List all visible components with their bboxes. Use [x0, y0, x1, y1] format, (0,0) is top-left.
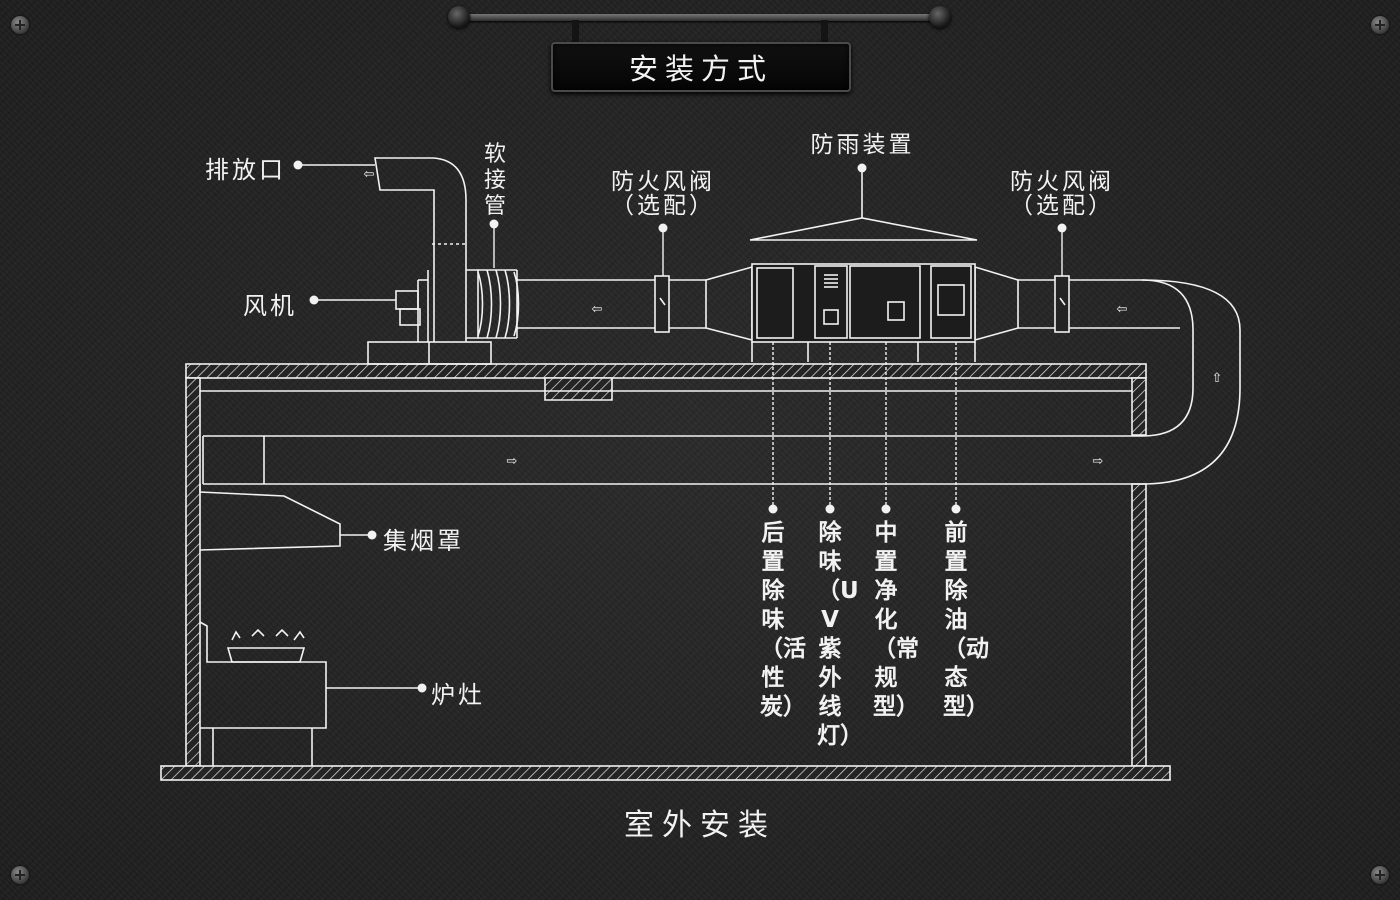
hanging-rod: [452, 14, 948, 21]
label-stove: 炉灶: [431, 681, 485, 709]
fan-assembly: [367, 157, 520, 365]
label-hood: 集烟罩: [383, 527, 464, 555]
label-fan: 风机: [243, 292, 297, 320]
arrow-left-icon: ⇦: [1117, 302, 1128, 317]
label-stage-pre: 前置除油（动态型）: [943, 520, 989, 720]
arrow-right-icon: ⇨: [1093, 454, 1104, 469]
rain-guard-roof: [749, 172, 978, 241]
indoor-duct: [202, 279, 1241, 485]
leader-lines: [298, 164, 1063, 689]
airflow-arrows: ⇨ ⇨ ⇧ ⇦ ⇦ ⇦: [364, 167, 1223, 469]
label-stage-carbon: 后置除味（活性炭）: [760, 520, 806, 720]
arrow-up-icon: ⇧: [1212, 371, 1223, 386]
label-outlet: 排放口: [205, 156, 286, 184]
leader-dots: [293, 160, 1067, 693]
stove: [199, 621, 327, 766]
arrow-left-icon: ⇦: [592, 302, 603, 317]
arrow-left-icon: ⇦: [364, 167, 375, 182]
rod-end-knob: [929, 6, 951, 28]
page-title: 安装方式: [551, 42, 851, 92]
label-fire-damper-right: 防火风阀 （选配）: [1010, 169, 1114, 219]
screw-icon: [1371, 866, 1389, 884]
label-stage-uv: 除味（UV紫外线灯）: [817, 520, 863, 749]
plate-hanger: [821, 20, 828, 42]
building-walls: [160, 363, 1171, 781]
screw-icon: [11, 866, 29, 884]
caption-outdoor-install: 室外安装: [624, 808, 776, 843]
smoke-hood: [199, 484, 341, 551]
purifier-unit: [751, 263, 976, 362]
label-rain-guard: 防雨装置: [810, 132, 915, 158]
label-flex-duct: 软接管: [483, 142, 506, 219]
label-stage-main: 中置净化（常规型）: [873, 520, 919, 720]
plate-hanger: [572, 20, 579, 42]
label-fire-damper-left: 防火风阀 （选配）: [611, 169, 715, 219]
screw-icon: [1371, 16, 1389, 34]
screw-icon: [11, 16, 29, 34]
arrow-right-icon: ⇨: [507, 454, 518, 469]
rod-end-knob: [448, 6, 470, 28]
